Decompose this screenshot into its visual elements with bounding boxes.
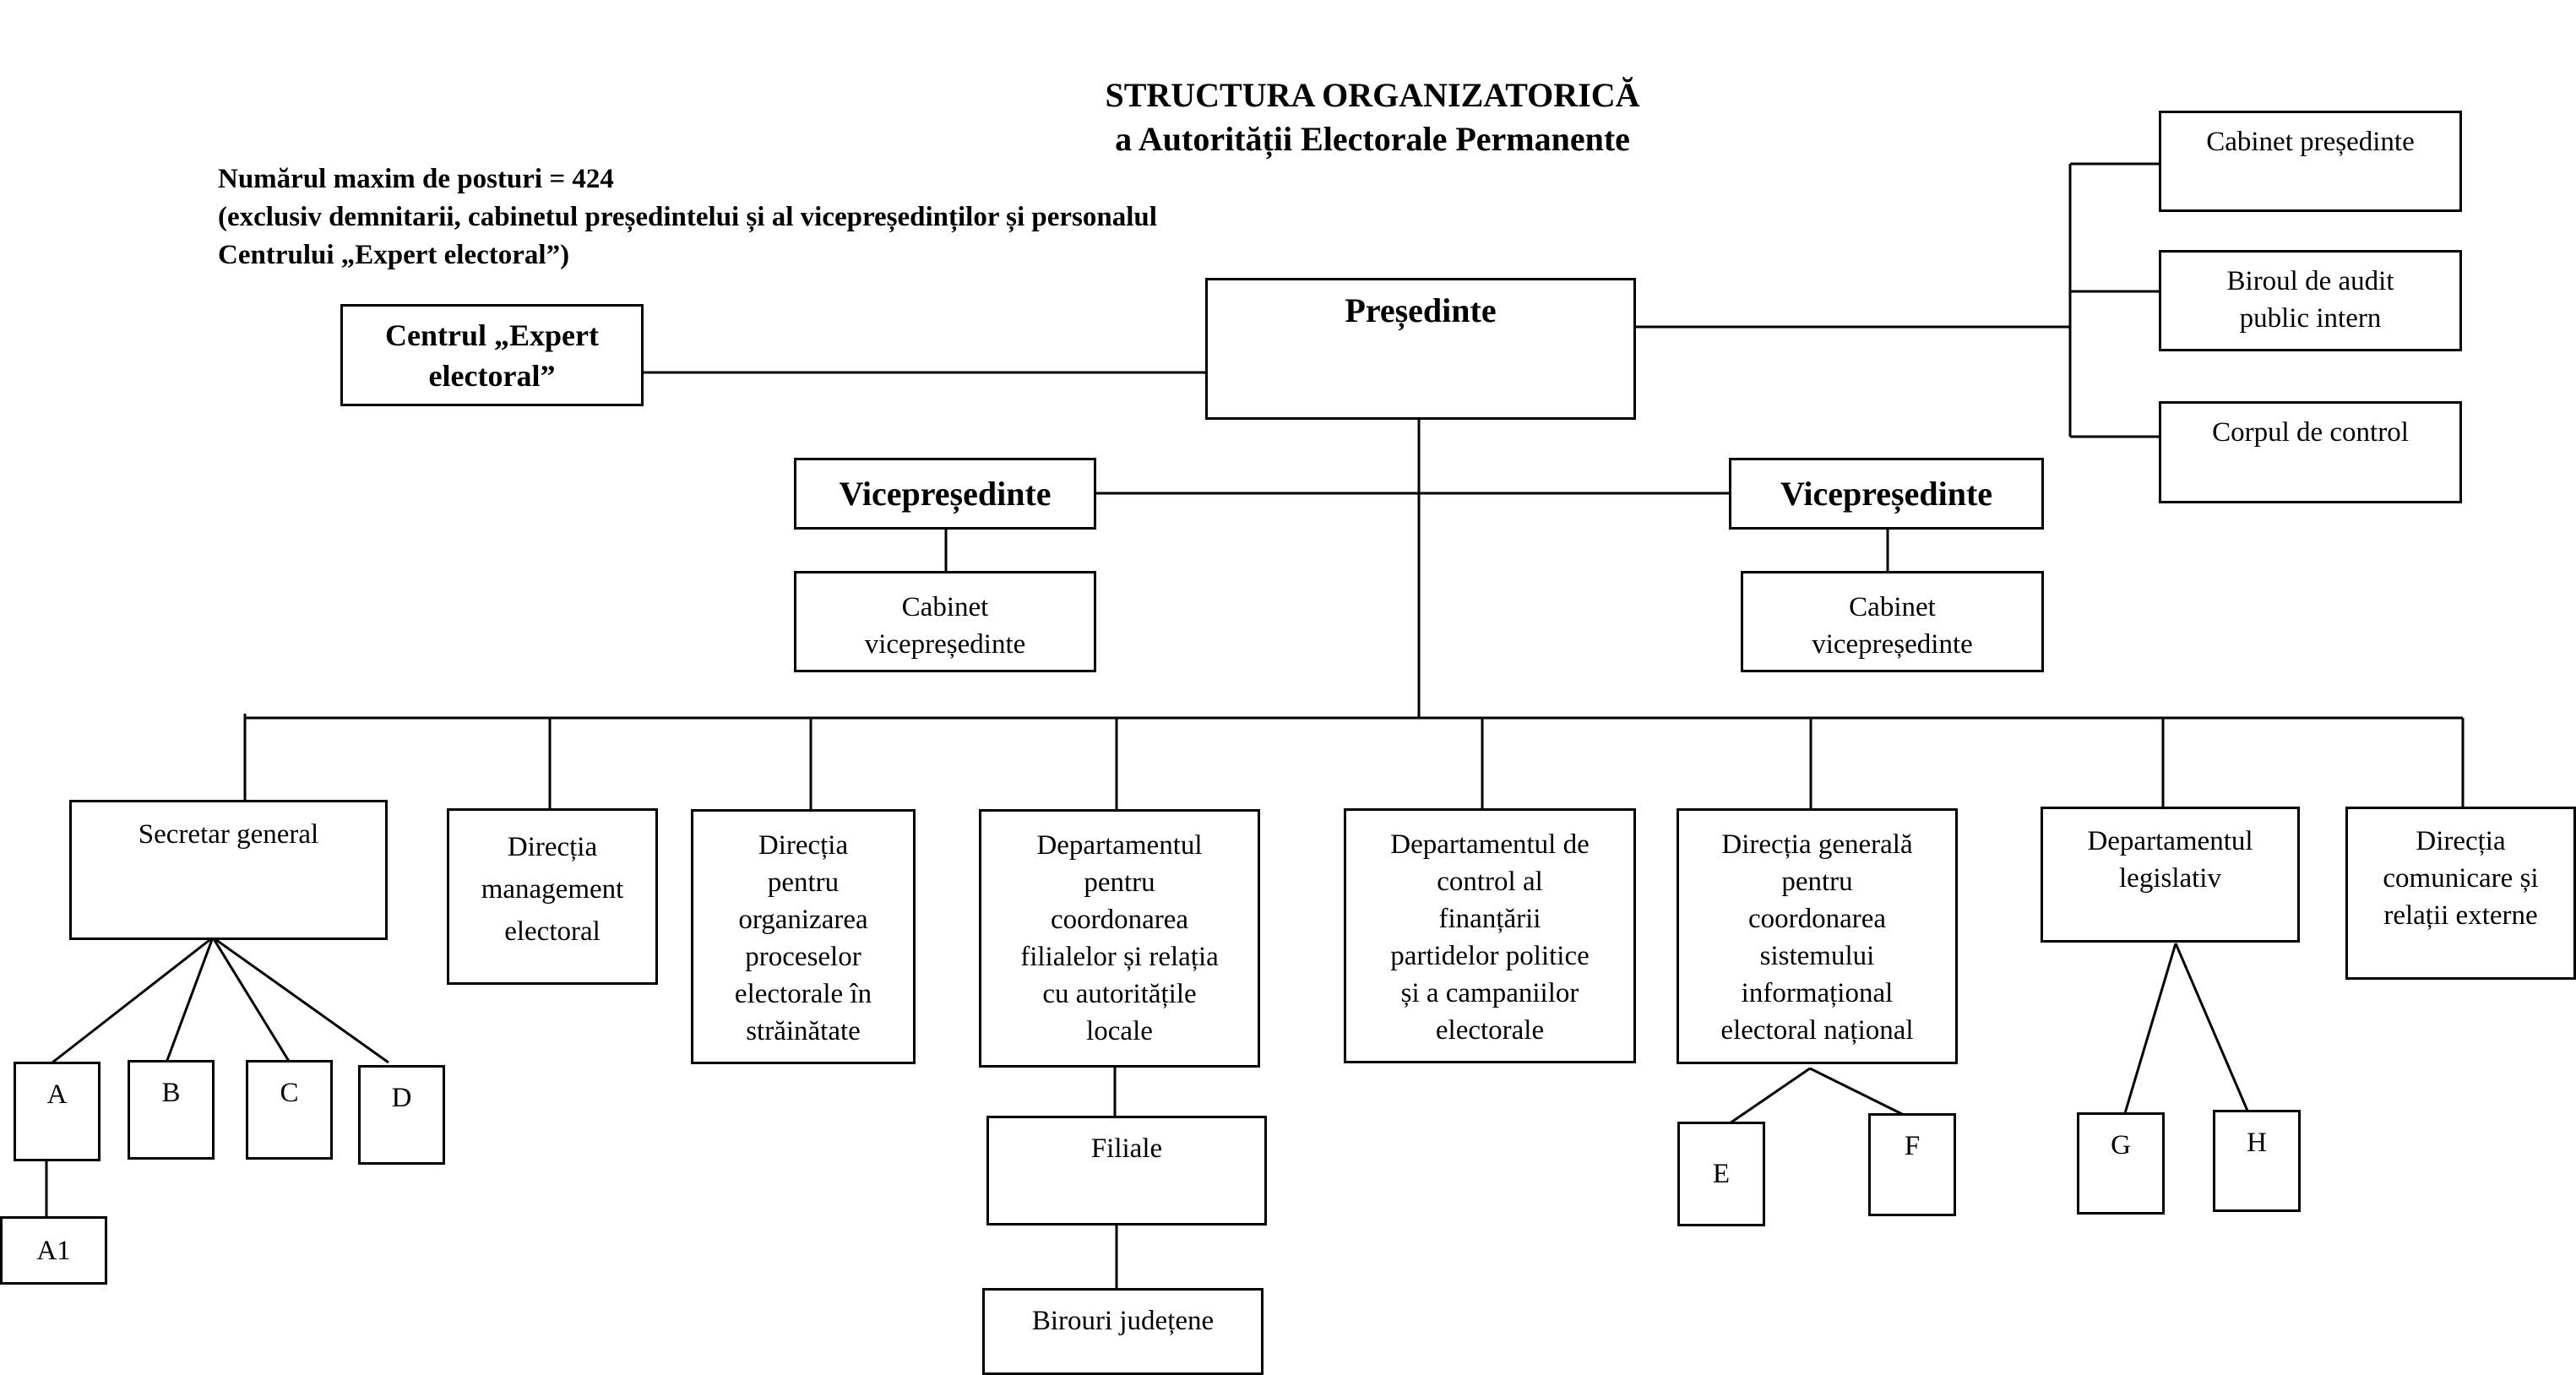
node-vicepresedinte-1: Vicepreședinte xyxy=(794,458,1096,530)
node-b-label: B xyxy=(161,1078,181,1108)
node-dept-legislativ-label: Departamentul legislativ xyxy=(2087,826,2253,894)
chart-subtitle: a Autorității Electorale Permanente xyxy=(1115,120,1630,158)
chart-title: STRUCTURA ORGANIZATORICĂ xyxy=(1105,76,1640,114)
posts-note-line1: Numărul maxim de posturi = 424 xyxy=(218,164,614,194)
node-cabinet-vicepresedinte-2-label: Cabinet vicepreședinte xyxy=(1812,592,1973,660)
connector-leg-g xyxy=(2123,943,2177,1114)
node-birou-audit: Biroul de audit public intern xyxy=(2159,250,2462,351)
connector-sg-c xyxy=(211,937,291,1063)
node-corpul-control-label: Corpul de control xyxy=(2212,417,2409,448)
node-cabinet-vicepresedinte-1: Cabinet vicepreședinte xyxy=(794,571,1096,672)
node-e-label: E xyxy=(1712,1159,1731,1189)
node-a1-label: A1 xyxy=(36,1235,71,1266)
node-directia-it: Direcția generală pentru coordonarea sis… xyxy=(1677,808,1958,1064)
node-h-label: H xyxy=(2247,1128,2267,1158)
node-dept-control: Departamentul de control al finanțării p… xyxy=(1344,808,1636,1063)
node-c: C xyxy=(246,1060,333,1160)
node-vicepresedinte-2: Vicepreședinte xyxy=(1729,458,2044,530)
node-c-label: C xyxy=(280,1078,299,1108)
node-vicepresedinte-2-label: Vicepreședinte xyxy=(1780,474,1993,513)
node-cabinet-vicepresedinte-1-label: Cabinet vicepreședinte xyxy=(864,592,1026,660)
node-dept-control-label: Departamentul de control al finanțării p… xyxy=(1390,829,1590,1046)
node-directia-organizare-label: Direcția pentru organizarea proceselor e… xyxy=(734,830,872,1046)
node-corpul-control: Corpul de control xyxy=(2159,401,2462,503)
connector-sg-b xyxy=(165,937,215,1063)
node-centrul-expert: Centrul „Expert electoral” xyxy=(340,304,644,406)
connector-sg-a xyxy=(52,936,214,1064)
node-f: F xyxy=(1868,1113,1956,1216)
node-cabinet-vicepresedinte-2: Cabinet vicepreședinte xyxy=(1741,571,2044,672)
node-secretar-general: Secretar general xyxy=(69,800,388,940)
node-g: G xyxy=(2077,1112,2165,1215)
posts-note: Numărul maxim de posturi = 424 (exclusiv… xyxy=(218,160,1485,274)
node-directia-comunicare: Direcția comunicare și relații externe xyxy=(2345,807,2576,980)
node-cabinet-presedinte-label: Cabinet președinte xyxy=(2206,127,2415,157)
node-presedinte: Președinte xyxy=(1205,278,1636,420)
node-centrul-expert-label: Centrul „Expert electoral” xyxy=(385,318,599,393)
posts-note-line2: (exclusiv demnitarii, cabinetul președin… xyxy=(218,202,1157,232)
node-d: D xyxy=(358,1065,445,1165)
node-h: H xyxy=(2213,1110,2301,1212)
node-directia-it-label: Direcția generală pentru coordonarea sis… xyxy=(1720,829,1914,1046)
node-directia-organizare: Direcția pentru organizarea proceselor e… xyxy=(691,809,916,1064)
node-directia-management: Direcția management electoral xyxy=(447,808,658,985)
connector-sg-d xyxy=(212,936,389,1064)
node-dept-legislativ: Departamentul legislativ xyxy=(2041,807,2300,943)
node-filiale: Filiale xyxy=(986,1116,1267,1226)
node-g-label: G xyxy=(2111,1130,2131,1160)
node-f-label: F xyxy=(1904,1131,1921,1161)
connector-leg-h xyxy=(2174,943,2249,1111)
node-b: B xyxy=(128,1060,215,1160)
node-cabinet-presedinte: Cabinet președinte xyxy=(2159,111,2462,212)
node-presedinte-label: Președinte xyxy=(1345,291,1497,329)
node-directia-management-label: Direcția management electoral xyxy=(481,832,624,947)
node-dept-filiale-label: Departamentul pentru coordonarea filiale… xyxy=(1020,830,1219,1046)
connector-it-f xyxy=(1809,1067,1905,1117)
node-birouri-judetene-label: Birouri județene xyxy=(1031,1306,1215,1336)
node-birou-audit-label: Biroul de audit public intern xyxy=(2226,266,2394,334)
posts-note-line3: Centrului „Expert electoral”) xyxy=(218,240,570,270)
node-directia-comunicare-label: Direcția comunicare și relații externe xyxy=(2383,826,2539,931)
node-filiale-label: Filiale xyxy=(1090,1133,1163,1164)
node-a-label: A xyxy=(46,1079,68,1110)
node-vicepresedinte-1-label: Vicepreședinte xyxy=(839,474,1052,513)
node-a1: A1 xyxy=(0,1216,107,1285)
node-dept-filiale: Departamentul pentru coordonarea filiale… xyxy=(979,809,1260,1068)
node-birouri-judetene: Birouri județene xyxy=(982,1288,1264,1375)
node-e: E xyxy=(1677,1122,1765,1226)
connector-it-e xyxy=(1729,1067,1811,1125)
node-d-label: D xyxy=(391,1083,412,1113)
node-secretar-general-label: Secretar general xyxy=(138,819,319,850)
node-a: A xyxy=(14,1062,101,1161)
